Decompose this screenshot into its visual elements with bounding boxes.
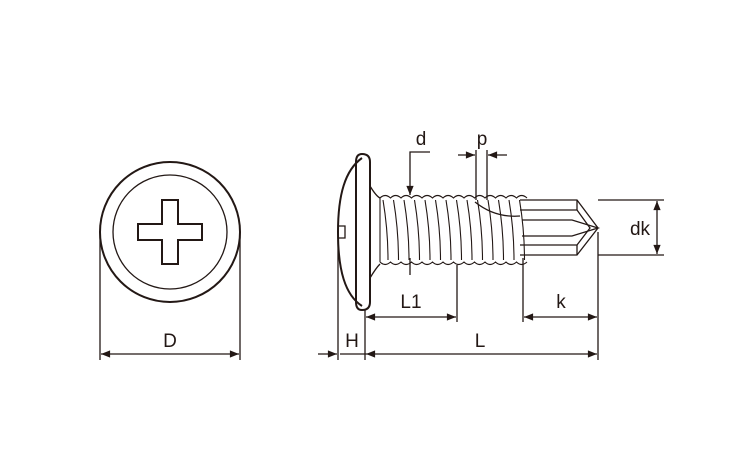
thread-line: [382, 199, 389, 261]
thread-line: [476, 199, 484, 261]
thread-line: [455, 199, 463, 261]
thread-line: [424, 199, 431, 261]
head-washer: [355, 152, 371, 312]
head-outer-circle: [99, 161, 241, 303]
k-label: k: [556, 292, 566, 313]
L-label: L: [475, 331, 486, 352]
thread-profile: [379, 261, 528, 266]
thread-line: [434, 199, 442, 261]
head-front-view: D: [99, 161, 241, 360]
thread-line: [497, 199, 505, 261]
thread-line: [445, 199, 452, 261]
thread-line: [403, 199, 410, 261]
thread-line: [518, 199, 526, 261]
d-leader: [406, 151, 430, 195]
H-label: H: [345, 331, 359, 352]
thread-line: [466, 199, 473, 261]
head-dome: [336, 157, 363, 307]
p-label: p: [477, 129, 488, 150]
dk-label: dk: [630, 219, 651, 240]
screw-side-view: [336, 152, 601, 312]
thread-line: [487, 199, 494, 261]
thread-profile: [379, 194, 528, 199]
d-label: d: [416, 129, 427, 150]
D-label: D: [163, 331, 177, 352]
phillips-cross-recess: [137, 199, 203, 265]
head-neck: [369, 185, 381, 279]
thread-line: [413, 199, 421, 261]
thread-section: [379, 194, 528, 266]
dimensions: H L L1 k dk d p: [318, 129, 664, 360]
L1-label: L1: [400, 292, 421, 313]
thread-line: [508, 199, 515, 261]
thread-line: [392, 199, 400, 261]
drill-point: [474, 199, 601, 256]
head-inner-circle: [112, 174, 228, 290]
head-slot: [338, 225, 346, 239]
